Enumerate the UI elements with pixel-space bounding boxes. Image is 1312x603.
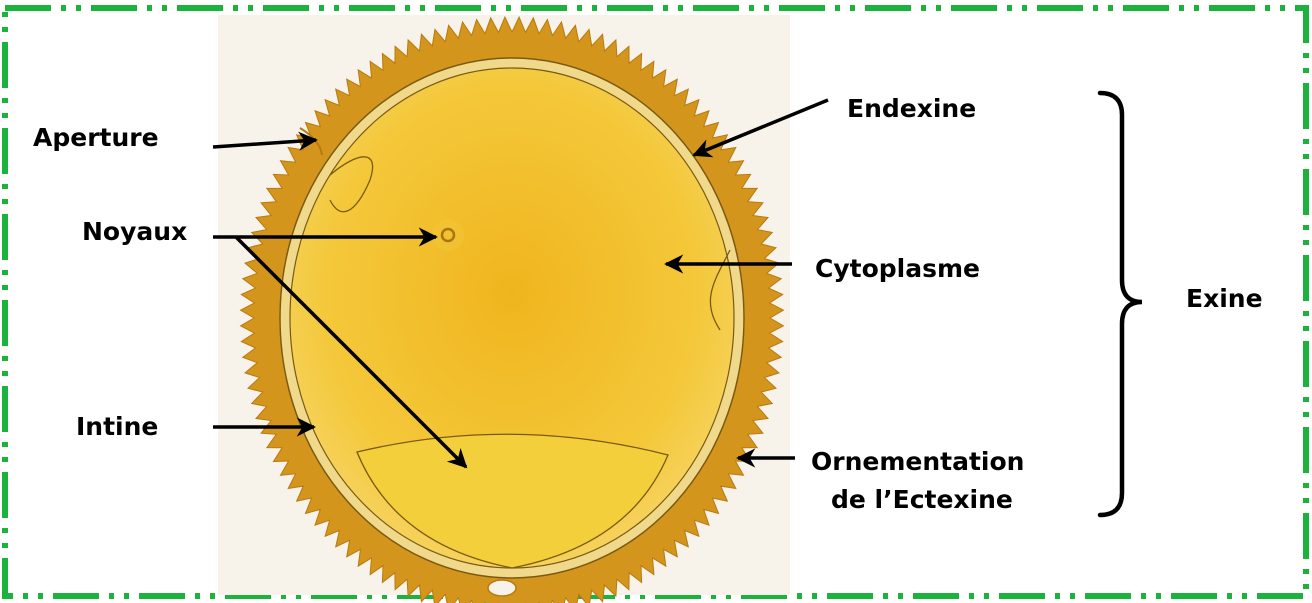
label-exine: Exine [1186,284,1263,313]
label-ornementation-line2: de l’Ectexine [831,485,1013,514]
exine-brace [1100,93,1142,515]
label-intine: Intine [76,412,158,441]
label-cytoplasme: Cytoplasme [815,254,980,283]
nucleus-shape [432,219,464,251]
bottom-pore [488,580,516,596]
label-ornementation-line1: Ornementation [811,447,1024,476]
label-noyaux: Noyaux [82,217,187,246]
label-endexine: Endexine [847,94,976,123]
label-aperture: Aperture [33,123,159,152]
